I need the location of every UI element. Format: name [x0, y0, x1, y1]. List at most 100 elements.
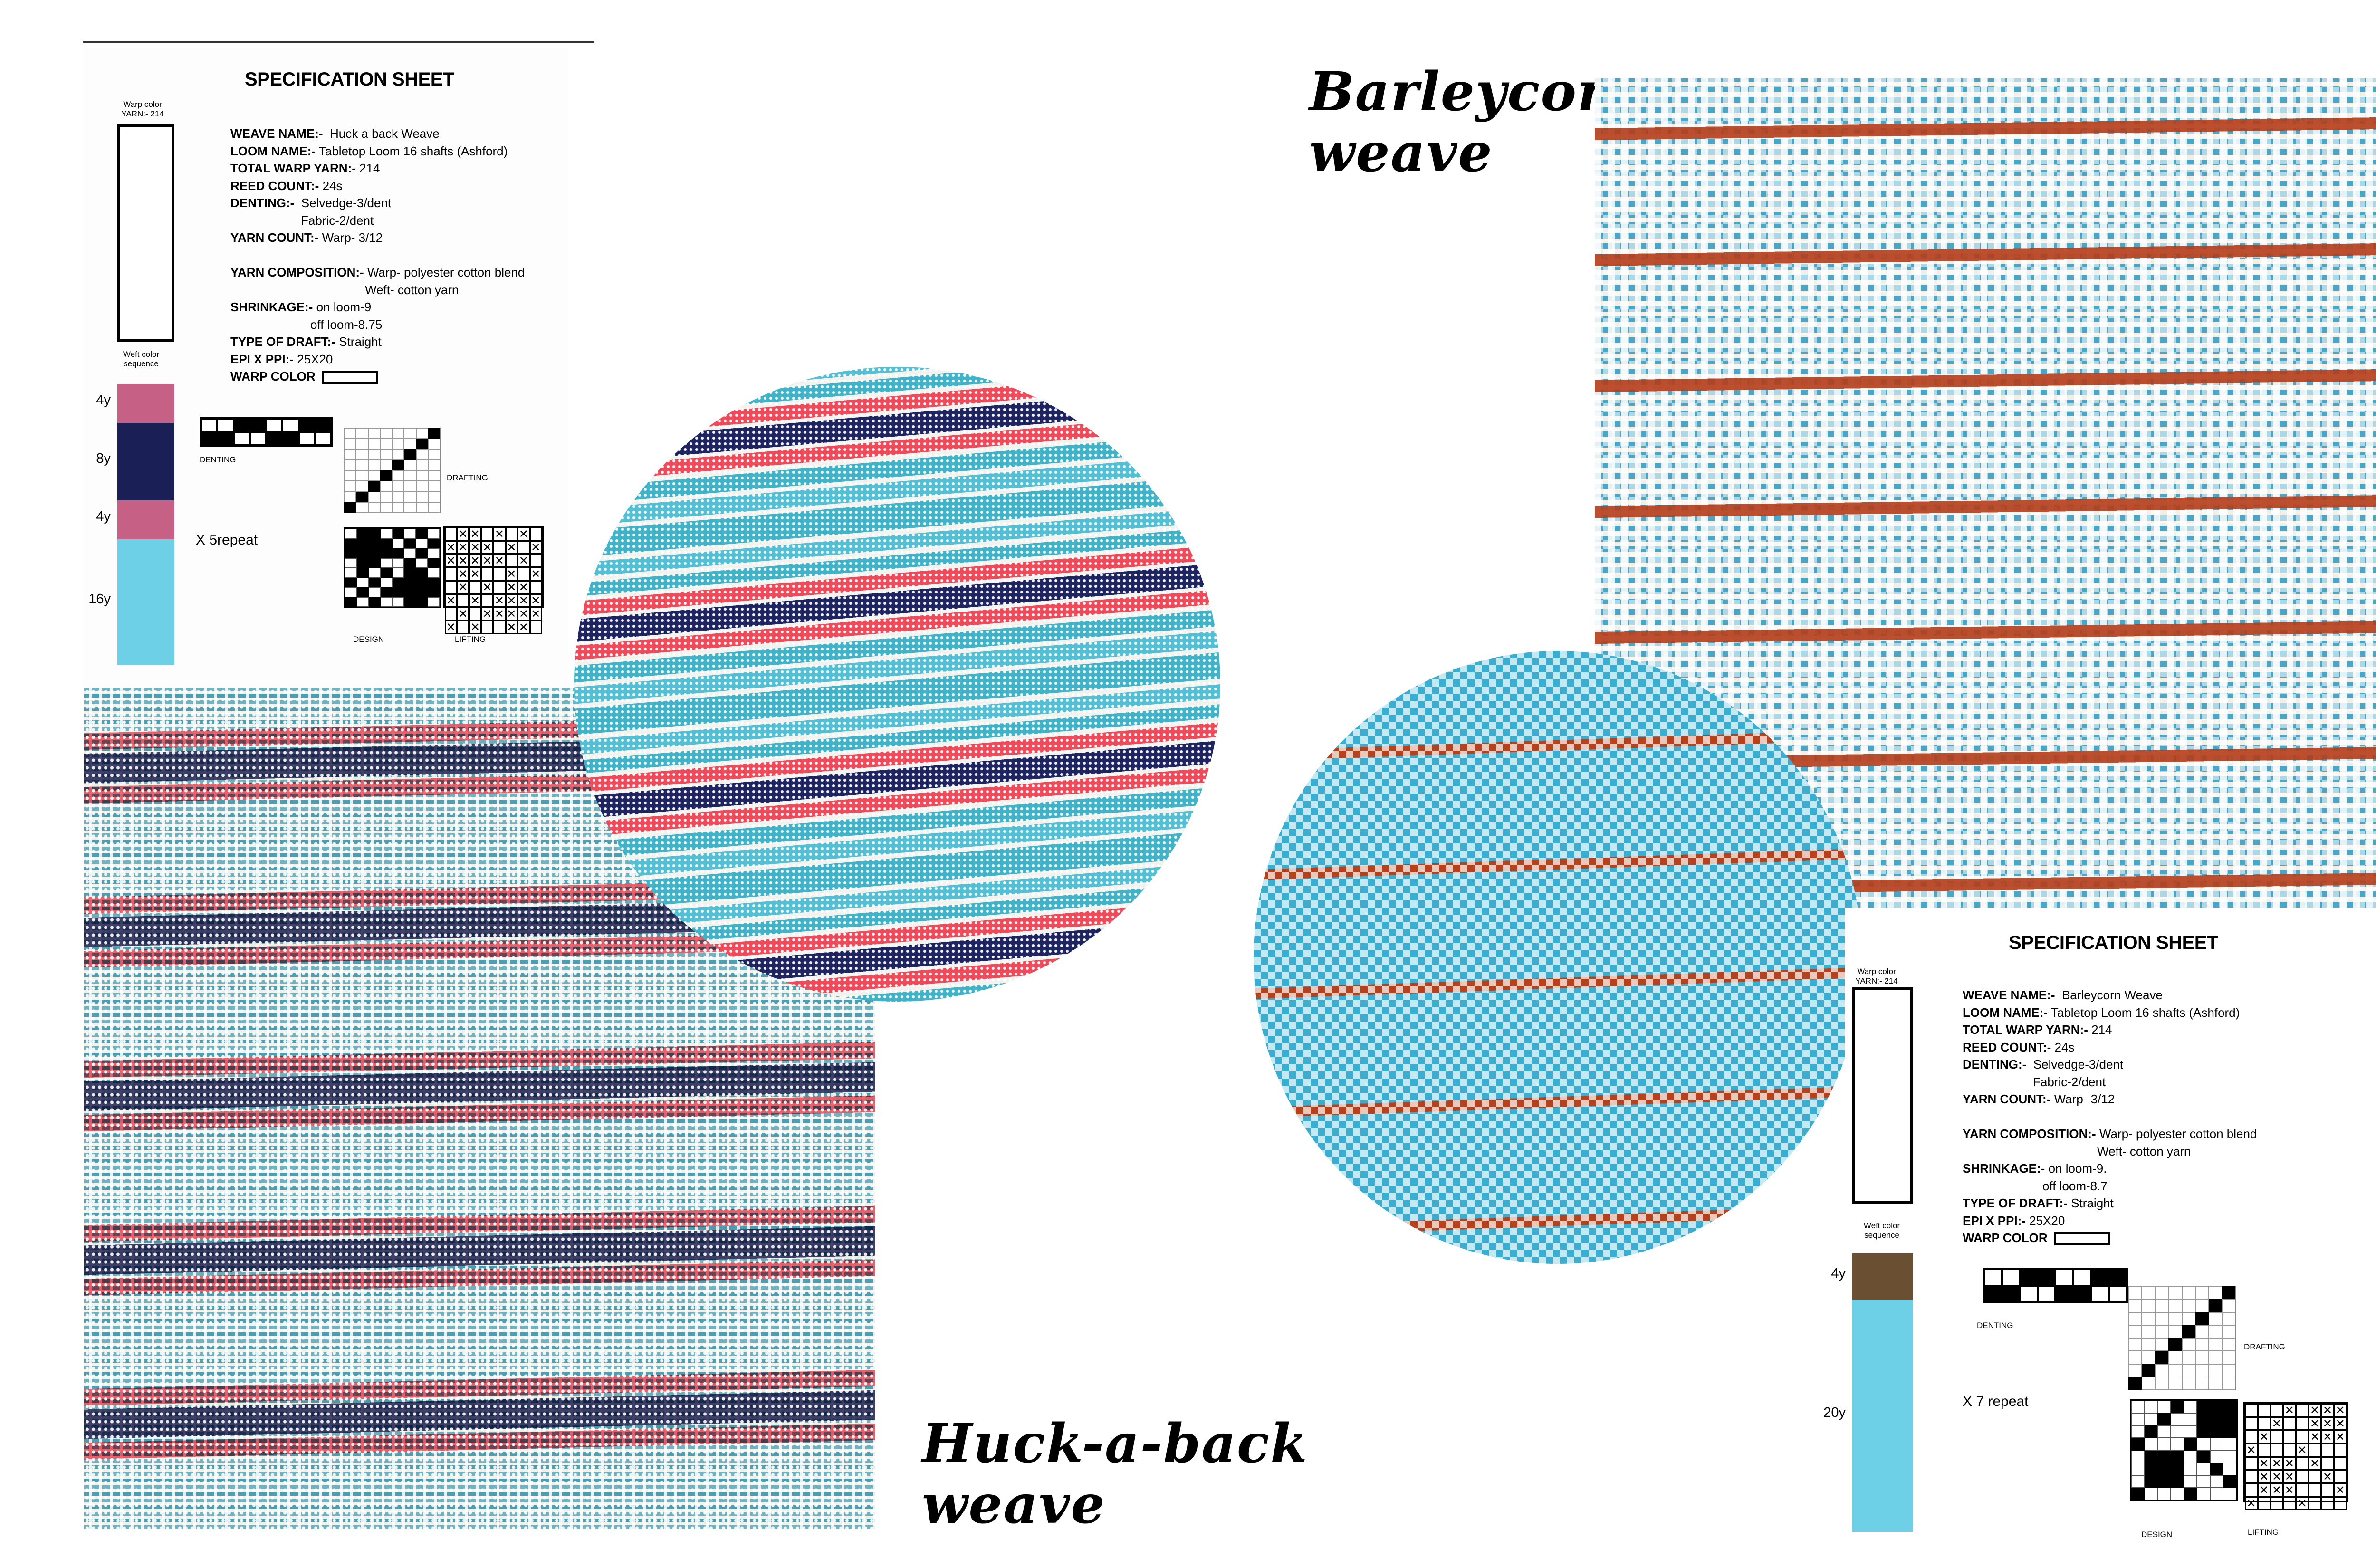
- design-cell: [428, 548, 440, 558]
- design-cell: [2223, 1450, 2236, 1463]
- drafting-cell: [356, 449, 368, 460]
- barleycorn-denting-caption: DENTING: [1977, 1321, 2013, 1330]
- design-cell: [2210, 1450, 2223, 1463]
- lifting-cell: [2296, 1470, 2309, 1483]
- denting-cell: [249, 419, 266, 432]
- drafting-cell: [356, 481, 368, 492]
- drafting-cell: [2182, 1338, 2195, 1351]
- design-cell: [2197, 1425, 2210, 1438]
- lifting-cell: ✕: [493, 594, 506, 607]
- drafting-cell: [2155, 1364, 2169, 1377]
- drafting-cell: [2168, 1338, 2182, 1351]
- lifting-cell: ✕: [469, 554, 481, 567]
- design-cell: [356, 597, 369, 607]
- lifting-cell: ✕: [2321, 1430, 2334, 1444]
- drafting-cell: [2155, 1325, 2169, 1338]
- design-cell: [428, 538, 440, 548]
- design-cell: [404, 597, 416, 607]
- drafting-cell: [2128, 1377, 2142, 1390]
- design-cell: [2223, 1413, 2236, 1426]
- warp-label-line2: YARN:- 214: [1855, 976, 1898, 985]
- design-cell: [416, 577, 428, 587]
- denting-cell: [2020, 1269, 2038, 1286]
- drafting-cell: [392, 470, 404, 481]
- huck-warp-color-bar: [117, 124, 174, 342]
- design-cell: [2210, 1438, 2223, 1451]
- drafting-cell: [2222, 1364, 2235, 1377]
- huck-spec-list: WEAVE NAME:- Huck a back Weave LOOM NAME…: [230, 125, 525, 385]
- lifting-cell: [2257, 1404, 2271, 1417]
- design-cell: [2170, 1450, 2184, 1463]
- lifting-cell: [2296, 1404, 2309, 1417]
- spec-shrinkage-off: off loom-8.7: [2042, 1178, 2108, 1193]
- lifting-cell: ✕: [457, 541, 469, 554]
- drafting-cell: [356, 439, 368, 449]
- drafting-cell: [2208, 1364, 2222, 1377]
- huck-lifting-caption: LIFTING: [455, 635, 486, 644]
- drafting-cell: [2168, 1312, 2182, 1325]
- design-cell: [345, 597, 357, 607]
- design-cell: [2144, 1413, 2158, 1426]
- spec-denting: DENTING:- Selvedge-3/dent: [1963, 1057, 2124, 1071]
- drafting-cell: [2208, 1377, 2222, 1390]
- lifting-cell: ✕: [2308, 1430, 2321, 1444]
- drafting-cell: [380, 481, 392, 492]
- denting-cell: [298, 419, 315, 432]
- lifting-cell: [481, 527, 493, 541]
- barleycorn-spec-sheet: SPECIFICATION SHEET Warp color YARN:- 21…: [1823, 908, 2376, 1558]
- drafting-cell: [344, 470, 356, 481]
- lifting-cell: ✕: [481, 554, 493, 567]
- spec-shrinkage: SHRINKAGE:- on loom-9.: [1963, 1161, 2107, 1176]
- design-cell: [2223, 1475, 2236, 1488]
- design-cell: [2131, 1413, 2145, 1426]
- lifting-cell: [2245, 1470, 2258, 1483]
- drafting-cell: [404, 428, 416, 439]
- lifting-cell: [529, 621, 542, 634]
- weft-segment-label: 20y: [1823, 1405, 1846, 1420]
- drafting-cell: [392, 491, 404, 502]
- design-cell: [2131, 1438, 2145, 1451]
- barleycorn-lifting-caption: LIFTING: [2248, 1528, 2279, 1537]
- huck-fabric-closeup-circle: [574, 367, 1220, 1002]
- spec-reed-count: REED COUNT:- 24s: [1963, 1040, 2075, 1054]
- drafting-cell: [416, 449, 428, 460]
- drafting-cell: [2168, 1377, 2182, 1390]
- denting-cell: [1984, 1269, 2002, 1286]
- lifting-cell: ✕: [2257, 1483, 2271, 1497]
- lifting-cell: ✕: [2283, 1470, 2296, 1483]
- lifting-cell: ✕: [493, 527, 506, 541]
- design-cell: [404, 587, 416, 597]
- lifting-cell: ✕: [517, 554, 530, 567]
- drafting-cell: [2182, 1286, 2195, 1300]
- drafting-cell: [2195, 1377, 2209, 1390]
- design-cell: [2184, 1438, 2197, 1451]
- design-cell: [2170, 1425, 2184, 1438]
- lifting-cell: ✕: [469, 621, 481, 634]
- lifting-cell: [2334, 1457, 2347, 1470]
- weft-color-segment: 4y: [1831, 1253, 1913, 1300]
- drafting-cell: [428, 481, 440, 492]
- denting-cell: [282, 419, 299, 432]
- drafting-cell: [344, 459, 356, 470]
- denting-cell: [2108, 1285, 2127, 1302]
- barleycorn-spec-list: WEAVE NAME:- Barleycorn Weave LOOM NAME:…: [1963, 986, 2257, 1247]
- barleycorn-repeat-label: X 7 repeat: [1963, 1394, 2029, 1409]
- design-cell: [428, 587, 440, 597]
- drafting-cell: [380, 428, 392, 439]
- spec-warp-color: WARP COLOR: [1963, 1229, 2257, 1247]
- design-cell: [368, 587, 381, 597]
- drafting-cell: [368, 449, 380, 460]
- lifting-cell: [481, 621, 493, 634]
- lifting-cell: ✕: [469, 527, 481, 541]
- huck-sheet-title: SPECIFICATION SHEET: [245, 69, 454, 90]
- drafting-cell: [2142, 1312, 2156, 1325]
- design-cell: [380, 587, 393, 597]
- denting-cell: [217, 432, 234, 445]
- drafting-cell: [2182, 1377, 2195, 1390]
- drafting-cell: [2142, 1299, 2156, 1312]
- design-cell: [2197, 1463, 2210, 1475]
- design-cell: [345, 558, 357, 568]
- design-cell: [2184, 1487, 2197, 1500]
- drafting-cell: [2182, 1364, 2195, 1377]
